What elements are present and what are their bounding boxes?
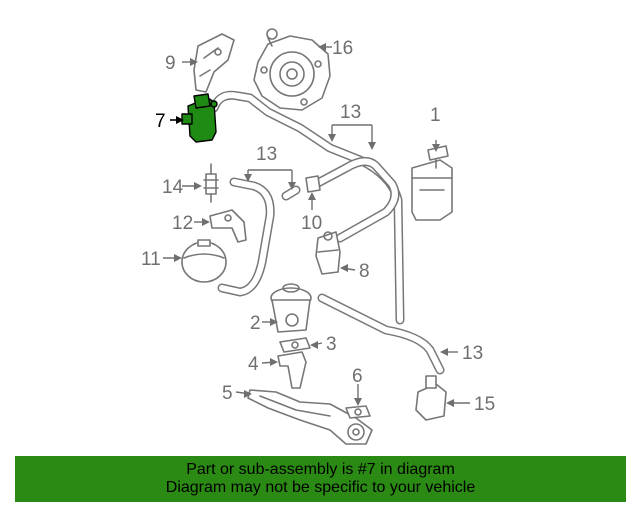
callout-4: 4 bbox=[248, 354, 259, 375]
part-8-valve bbox=[315, 231, 341, 275]
part-11-reservoir bbox=[181, 239, 227, 283]
part-7-highlighted-solenoid bbox=[181, 93, 218, 143]
banner-line-disclaimer: Diagram may not be specific to your vehi… bbox=[165, 479, 476, 496]
callout-1: 1 bbox=[430, 105, 441, 126]
part-6-gasket bbox=[345, 405, 371, 419]
callout-2: 2 bbox=[250, 313, 261, 334]
hose-13-lower bbox=[317, 293, 445, 375]
part-1-canister bbox=[411, 145, 453, 221]
callout-5: 5 bbox=[222, 383, 233, 404]
callout-15: 15 bbox=[474, 394, 495, 415]
part-4-pipe bbox=[277, 351, 307, 389]
part-9-bracket bbox=[193, 33, 235, 93]
part-10-fitting bbox=[305, 175, 321, 193]
callout-14: 14 bbox=[162, 177, 184, 198]
callout-7: 7 bbox=[155, 111, 166, 132]
part-15-valve bbox=[415, 375, 447, 421]
callout-10: 10 bbox=[301, 213, 322, 234]
callout-13-right: 13 bbox=[462, 343, 483, 364]
info-banner: Part or sub-assembly is #7 in diagram Di… bbox=[15, 456, 626, 502]
part-14-connector bbox=[203, 163, 219, 203]
part-2-egr-valve bbox=[270, 283, 312, 333]
part-12-bracket bbox=[209, 209, 247, 243]
callout-13-mid: 13 bbox=[256, 144, 277, 165]
callout-16: 16 bbox=[332, 38, 353, 59]
callout-3: 3 bbox=[326, 334, 337, 355]
leader-lines bbox=[163, 43, 470, 407]
callouts: 9 16 7 13 1 13 14 12 10 11 8 2 3 13 4 6 … bbox=[141, 38, 495, 415]
callout-9: 9 bbox=[165, 53, 176, 74]
part-3-gasket bbox=[279, 337, 311, 353]
callout-13-top: 13 bbox=[340, 102, 361, 123]
callout-12: 12 bbox=[172, 213, 193, 234]
callout-6: 6 bbox=[352, 366, 363, 387]
hose-13-left bbox=[217, 177, 301, 297]
hose-13-center bbox=[311, 157, 400, 243]
callout-8: 8 bbox=[359, 261, 370, 282]
callout-11: 11 bbox=[141, 249, 161, 270]
part-16-vacuum-pump bbox=[253, 28, 331, 111]
parts-diagram: 9 16 7 13 1 13 14 12 10 11 8 2 3 13 4 6 … bbox=[141, 28, 495, 445]
part-5-egr-tube bbox=[247, 389, 373, 445]
banner-line-part: Part or sub-assembly is #7 in diagram bbox=[186, 461, 455, 478]
